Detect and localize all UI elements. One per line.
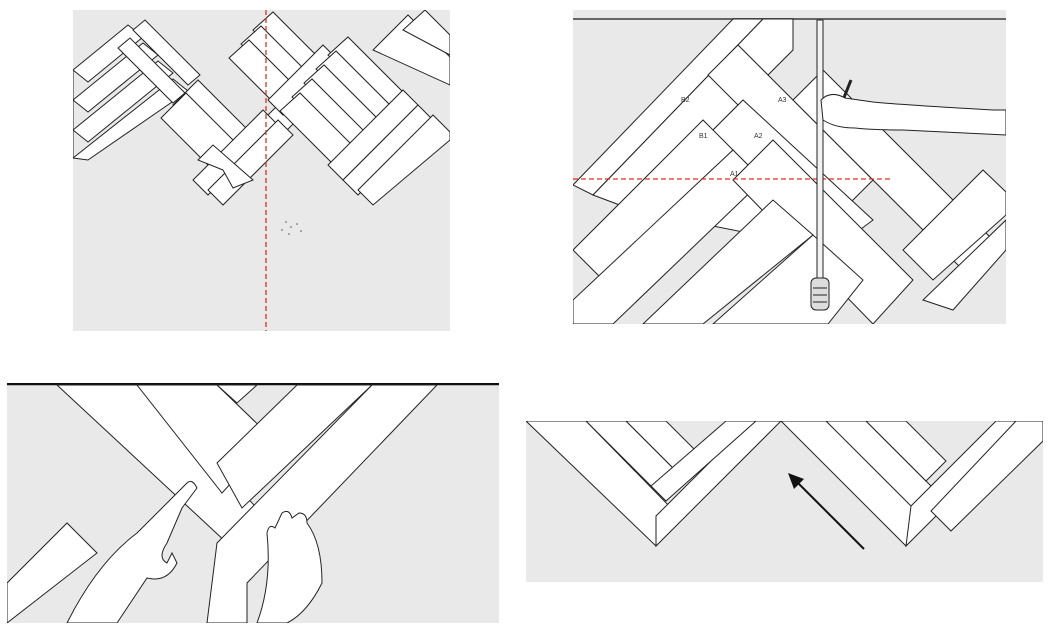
hand-icon [820,94,1006,136]
hand-icon [66,480,323,623]
measuring-diagram: B2 A3 B1 A2 A1 [573,18,1006,324]
plank-label-b1: B1 [699,133,708,140]
direction-arrow-icon [788,473,865,550]
herringbone-zigzag-diagram [73,10,450,331]
panel-fill-upward-arrow [526,421,1043,582]
panel-measure-first-rows: B2 A3 B1 A2 A1 [573,10,1006,324]
plank-label-a1: A1 [730,171,739,178]
panel-place-planks-by-hand [7,383,499,623]
fill-direction-diagram [526,421,1043,550]
measuring-tape-icon [810,19,830,311]
plank-label-a3: A3 [778,97,787,104]
plank-placement-diagram [7,383,499,623]
plank-label-b2: B2 [681,97,690,104]
panel-centerline-zigzag [73,10,450,331]
plank-label-a2: A2 [754,133,763,140]
